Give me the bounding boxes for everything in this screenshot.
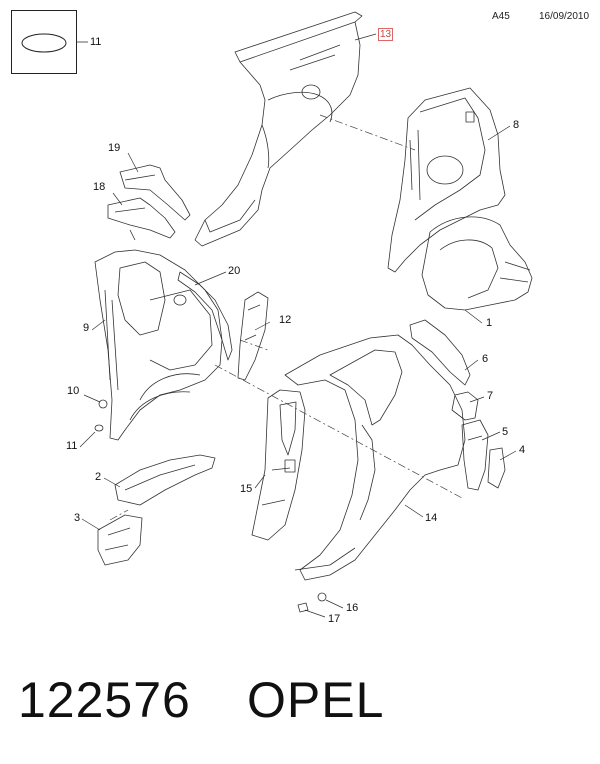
part-17-fastener xyxy=(297,602,309,613)
callout-19: 19 xyxy=(108,142,121,154)
part-7-bracket xyxy=(451,391,479,421)
callout-13-highlighted: 13 xyxy=(378,28,394,41)
part-19-bracket xyxy=(119,164,191,221)
callout-12: 12 xyxy=(279,314,292,326)
callout-16: 16 xyxy=(346,602,359,614)
part-14-body-side xyxy=(284,334,466,581)
part-9-inner-panel xyxy=(94,249,223,441)
part-4-bracket xyxy=(487,447,506,489)
inset-detail-box xyxy=(11,10,77,74)
part-6-reinforcement xyxy=(409,319,471,386)
exploded-body-diagram xyxy=(76,11,533,618)
callout-6: 6 xyxy=(482,353,489,365)
callout-2: 2 xyxy=(95,471,102,483)
callout-5: 5 xyxy=(502,426,509,438)
ellipse-part-icon xyxy=(21,33,67,53)
callout-8: 8 xyxy=(513,119,520,131)
diagram-code: A45 xyxy=(492,11,510,22)
part-20-strip xyxy=(177,271,233,361)
callout-9: 9 xyxy=(83,322,90,334)
callout-15: 15 xyxy=(240,483,253,495)
part-10-clip xyxy=(98,399,108,409)
brand-name: OPEL xyxy=(247,672,385,728)
part-13-rear-quarter-outer xyxy=(194,11,363,247)
callout-7: 7 xyxy=(487,390,494,402)
part-number: 122576 xyxy=(18,672,191,728)
part-1-wheelhouse-liner xyxy=(421,216,533,311)
callout-10: 10 xyxy=(67,385,80,397)
part-15-pillar xyxy=(251,389,306,541)
callout-20: 20 xyxy=(228,265,241,277)
part-12-bracket xyxy=(237,291,269,381)
callout-1: 1 xyxy=(486,317,493,329)
part-3-bracket xyxy=(97,514,143,566)
callout-4: 4 xyxy=(519,444,526,456)
callout-18: 18 xyxy=(93,181,106,193)
part-11-plug xyxy=(94,424,104,432)
part-18-bracket xyxy=(107,197,176,241)
callout-3: 3 xyxy=(74,512,81,524)
callout-14: 14 xyxy=(425,512,438,524)
part-5-bracket xyxy=(461,419,489,491)
part-16-fastener xyxy=(317,592,327,602)
callout-11: 11 xyxy=(66,440,78,452)
part-2-extension xyxy=(114,454,216,506)
callout-17: 17 xyxy=(328,613,341,625)
callout-11-inset: 11 xyxy=(90,36,102,48)
diagram-date: 16/09/2010 xyxy=(539,11,590,22)
